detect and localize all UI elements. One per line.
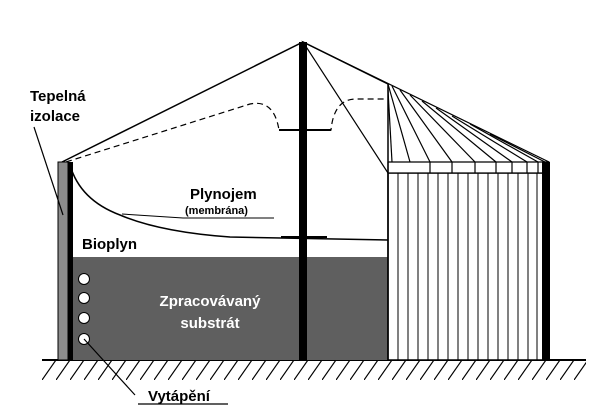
- label-gas-holder: Plynojem: [190, 186, 257, 203]
- ground-hatch: [42, 360, 586, 380]
- substrate-area: [70, 257, 388, 360]
- roof-panels: [301, 40, 550, 174]
- heating-pipes: [78, 273, 90, 345]
- membrane-leader: [121, 213, 274, 219]
- label-substrate-1: Zpracovávaný: [160, 293, 262, 310]
- central-post: [299, 42, 307, 360]
- label-substrate-2: substrát: [180, 315, 239, 332]
- tank-wall-corrugated: [387, 172, 547, 361]
- heating-pipe: [78, 312, 90, 324]
- label-biogas: Bioplyn: [82, 236, 137, 253]
- insulation-layer: [57, 161, 69, 361]
- heating-pipe: [78, 273, 90, 285]
- membrane-curve: [69, 164, 389, 241]
- label-insulation-2: izolace: [30, 108, 80, 125]
- label-membrane: (membrána): [185, 205, 248, 217]
- gas-holder-inflated-outline: [65, 98, 388, 163]
- heating-leader: [83, 338, 136, 396]
- roof-outline: [61, 41, 389, 163]
- label-insulation-1: Tepelná: [30, 88, 86, 105]
- left-wall: [68, 162, 73, 360]
- label-heating: Vytápění: [148, 388, 211, 405]
- insulation-leader: [33, 126, 64, 216]
- right-wall: [542, 162, 550, 360]
- heating-pipe: [78, 292, 90, 304]
